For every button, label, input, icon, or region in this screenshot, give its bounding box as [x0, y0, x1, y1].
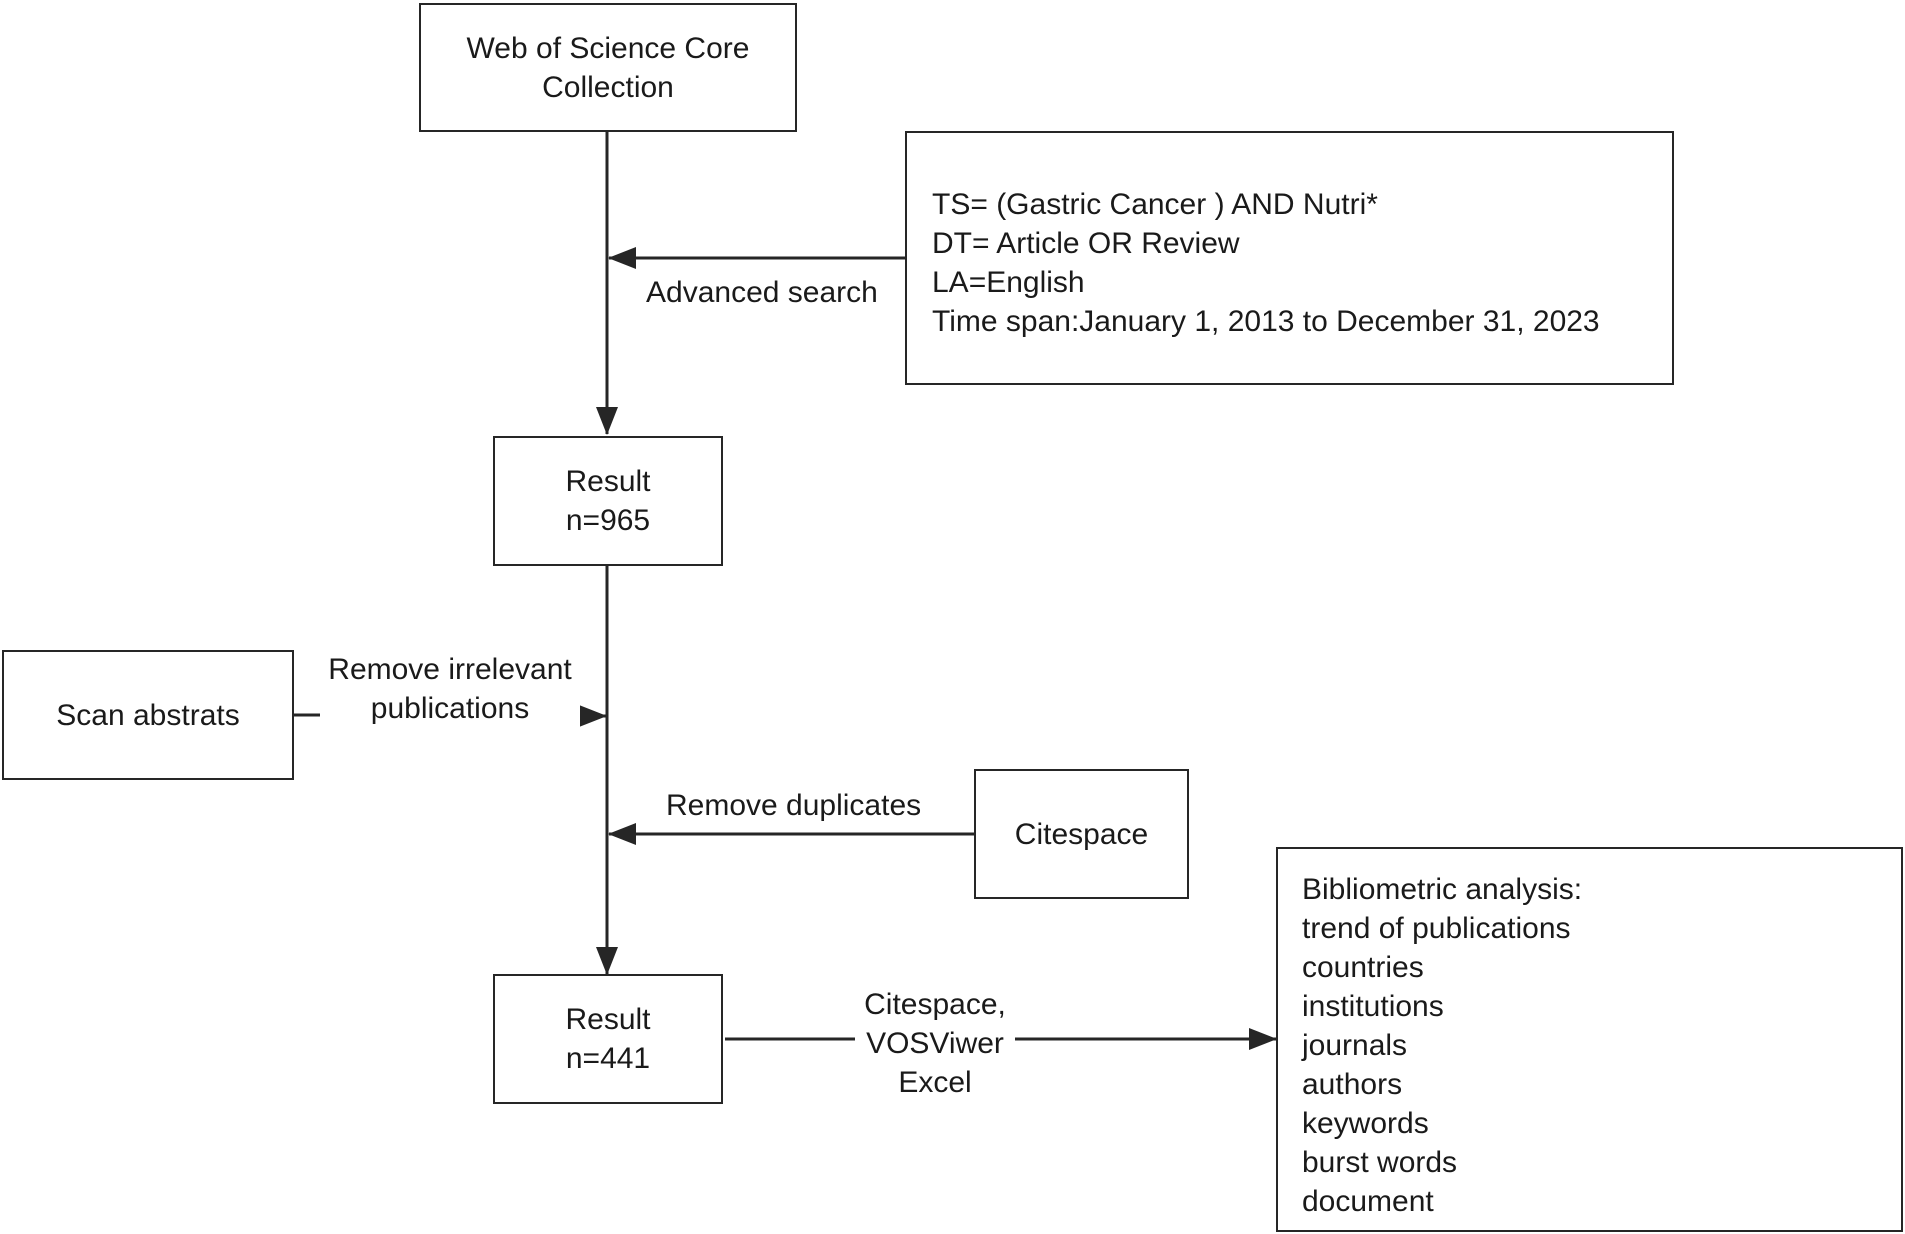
- node-result-441-line-1: Result: [565, 1003, 651, 1036]
- analysis-line-document: document: [1302, 1185, 1434, 1218]
- analysis-line-heading: Bibliometric analysis:: [1302, 873, 1583, 906]
- node-bibliometric-analysis: Bibliometric analysis: trend of publicat…: [1276, 847, 1903, 1232]
- node-web-of-science-line-1: Web of Science Core: [466, 31, 750, 65]
- node-scan-abstracts-label: Scan abstrats: [56, 698, 240, 732]
- edge-label-tools-line-2: VOSViwer: [866, 1027, 1004, 1060]
- analysis-line-institutions: institutions: [1302, 990, 1444, 1023]
- edge-label-advanced-search: Advanced search: [646, 273, 878, 312]
- analysis-line-burst-words: burst words: [1302, 1146, 1458, 1179]
- node-web-of-science-line-2: Collection: [542, 70, 674, 104]
- edge-label-tools: Citespace, VOSViwer Excel: [855, 985, 1015, 1102]
- node-result-441: Result n=441: [493, 974, 723, 1104]
- query-line-timespan: Time span:January 1, 2013 to December 31…: [932, 305, 1600, 338]
- node-citespace: Citespace: [974, 769, 1189, 899]
- edge-label-tools-line-3: Excel: [898, 1066, 972, 1099]
- analysis-line-keywords: keywords: [1302, 1107, 1429, 1140]
- analysis-line-journals: journals: [1302, 1029, 1408, 1062]
- edge-label-remove-irrelevant-line-2: publications: [370, 692, 530, 725]
- analysis-line-authors: authors: [1302, 1068, 1403, 1101]
- edge-label-remove-irrelevant-line-1: Remove irrelevant: [328, 653, 572, 686]
- query-line-doctype: DT= Article OR Review: [932, 227, 1240, 260]
- node-result-965: Result n=965: [493, 436, 723, 566]
- node-scan-abstracts: Scan abstrats: [2, 650, 294, 780]
- node-result-441-line-2: n=441: [565, 1042, 651, 1075]
- analysis-line-countries: countries: [1302, 951, 1424, 984]
- node-result-965-line-2: n=965: [565, 504, 651, 537]
- edge-label-tools-line-1: Citespace,: [864, 988, 1006, 1021]
- analysis-line-trend: trend of publications: [1302, 912, 1571, 945]
- node-search-query: TS= (Gastric Cancer ) AND Nutri* DT= Art…: [905, 131, 1674, 385]
- query-line-language: LA=English: [932, 266, 1085, 299]
- node-web-of-science: Web of Science Core Collection: [419, 3, 797, 132]
- query-line-topic: TS= (Gastric Cancer ) AND Nutri*: [932, 188, 1378, 221]
- edge-label-remove-duplicates: Remove duplicates: [666, 786, 922, 825]
- node-citespace-label: Citespace: [1014, 817, 1149, 851]
- node-result-965-line-1: Result: [565, 465, 651, 498]
- edge-label-remove-irrelevant: Remove irrelevant publications: [320, 650, 580, 728]
